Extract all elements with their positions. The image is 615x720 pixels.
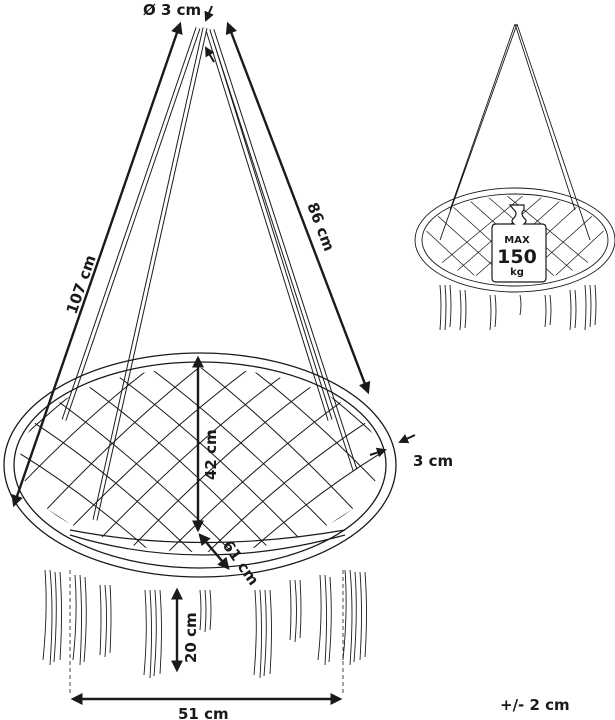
ring-thickness-label: 3 cm — [413, 452, 453, 470]
inset-chair-illustration — [414, 23, 615, 331]
fringe-length-label: 20 cm — [182, 612, 200, 663]
total-height-label: 107 cm — [63, 253, 100, 317]
weight-max-label: MAX — [504, 235, 530, 246]
weight-icon — [491, 204, 547, 283]
seat-ring — [3, 352, 397, 578]
dim-86cm-arrow — [225, 21, 371, 395]
weight-unit-label: kg — [510, 267, 524, 278]
fringe-tassels — [42, 569, 367, 679]
rope-diameter-arrow-bottom — [205, 46, 215, 63]
ring-thickness-arrow-outer — [398, 434, 416, 444]
ring-thickness-arrow-inner — [369, 447, 387, 458]
main-chair-illustration — [3, 27, 397, 695]
seat-bottom — [69, 529, 346, 544]
weight-value-label: 150 — [497, 246, 537, 268]
rope-diameter-label: Ø 3 cm — [143, 1, 201, 19]
base-width-label: 51 cm — [178, 705, 229, 720]
macrame-net — [20, 368, 380, 552]
tolerance-label: +/- 2 cm — [500, 696, 570, 714]
rope-diameter-arrow-top — [204, 5, 214, 22]
dimension-lines — [11, 5, 416, 705]
max-weight-badge: MAX 150 kg — [491, 204, 547, 283]
dim-107cm-arrow — [11, 21, 183, 508]
dim-61cm-arrow — [198, 533, 230, 570]
seat-depth-label: 42 cm — [202, 429, 220, 480]
rope-length-label: 86 cm — [303, 200, 338, 254]
